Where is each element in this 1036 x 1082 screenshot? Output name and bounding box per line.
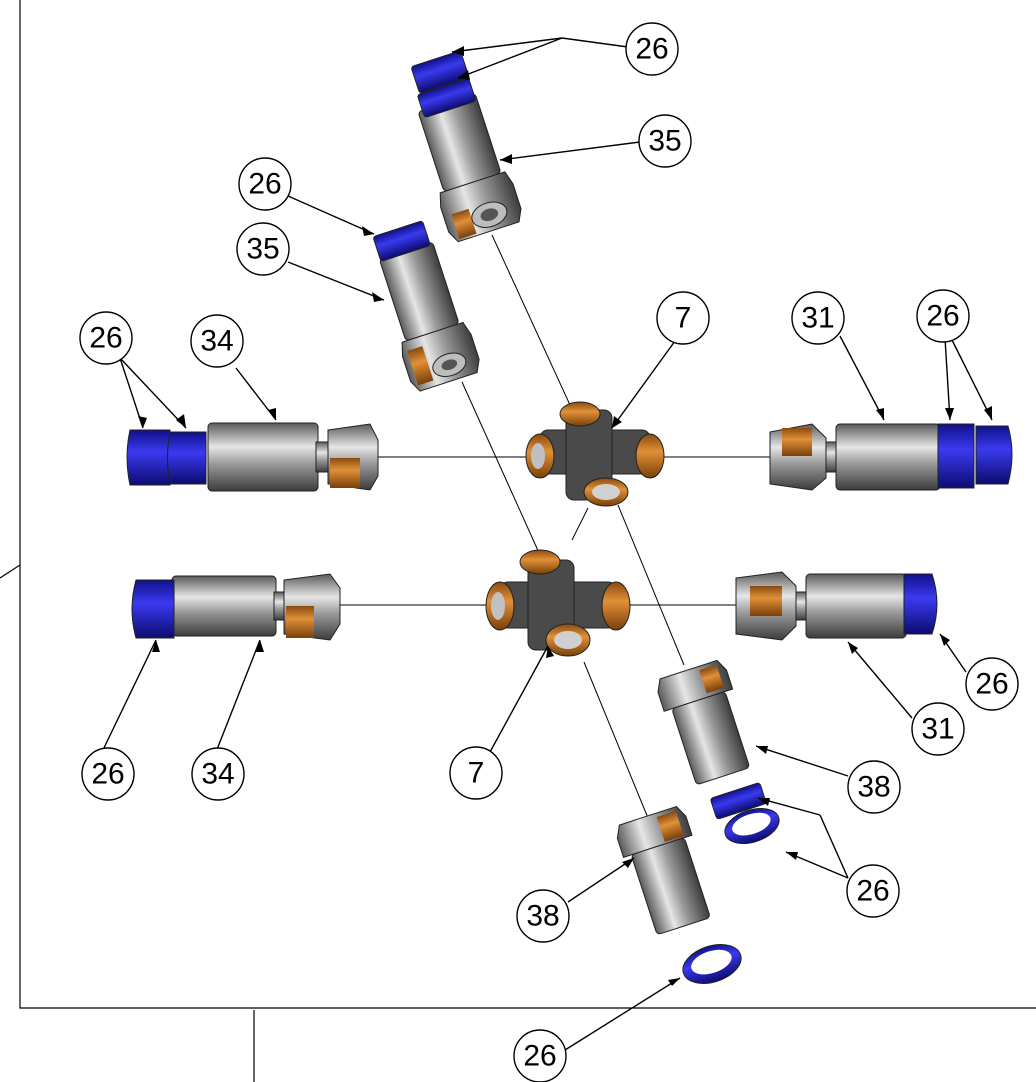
balloon-26-lower-right: 26 bbox=[965, 657, 1019, 711]
assembly-axes bbox=[338, 234, 770, 819]
balloon-31-lower-right-label: 31 bbox=[921, 713, 954, 746]
balloon-26-top: 26 bbox=[625, 22, 679, 76]
blue-ferrule-left-2 bbox=[167, 431, 207, 485]
balloon-26-upper-left: 26 bbox=[238, 157, 292, 211]
fitting-35-upper-left bbox=[379, 242, 480, 392]
balloon-35-upper-left: 35 bbox=[236, 222, 290, 276]
balloon-7-lower-label: 7 bbox=[468, 757, 485, 790]
blue-ferrule-left-1 bbox=[126, 429, 171, 486]
fitting-31-lower-right bbox=[735, 571, 907, 641]
balloon-26-bottom-label: 26 bbox=[523, 1040, 556, 1073]
balloon-26-top-label: 26 bbox=[635, 33, 668, 66]
blue-ferrule-right-diag-2 bbox=[724, 807, 780, 845]
cross-fitting-lower bbox=[485, 549, 631, 657]
blue-ferrule-bottom bbox=[682, 944, 742, 984]
fitting-34-upper-left bbox=[207, 422, 379, 492]
balloon-31-right-label: 31 bbox=[801, 302, 834, 335]
balloon-26-lower-left-label: 26 bbox=[91, 758, 124, 791]
fitting-38-right bbox=[657, 659, 750, 785]
balloon-31-lower-right: 31 bbox=[911, 702, 965, 756]
cross-fitting-upper bbox=[525, 401, 665, 507]
balloon-26-left-label: 26 bbox=[89, 322, 122, 355]
balloon-34-lower-left-label: 34 bbox=[201, 758, 234, 791]
balloon-26-right: 26 bbox=[916, 289, 970, 343]
blue-ferrule-upper-left bbox=[373, 220, 431, 262]
balloon-7-upper-label: 7 bbox=[675, 302, 692, 335]
balloon-26-left: 26 bbox=[79, 311, 133, 365]
leader-lines bbox=[101, 37, 993, 1051]
balloon-26-bottom: 26 bbox=[513, 1029, 567, 1082]
blue-ferrule-lower-left bbox=[131, 579, 175, 639]
fitting-38-bottom bbox=[616, 805, 710, 935]
fitting-34-lower-left bbox=[171, 573, 341, 641]
blue-ferrule-top-2 bbox=[417, 78, 476, 118]
fitting-35-top bbox=[418, 93, 522, 243]
balloon-35-upper-left-label: 35 bbox=[246, 233, 279, 266]
leader-arrowheads bbox=[138, 46, 992, 986]
balloon-38-bottom: 38 bbox=[516, 889, 570, 943]
balloon-38-bottom-label: 38 bbox=[526, 900, 559, 933]
fitting-31-upper-right bbox=[769, 423, 941, 491]
balloon-31-right: 31 bbox=[791, 291, 845, 345]
balloon-34-lower-left: 34 bbox=[191, 747, 245, 801]
balloon-7-upper: 7 bbox=[656, 291, 710, 345]
blue-ferrule-right-1 bbox=[937, 423, 975, 489]
balloon-26-lower-right-label: 26 bbox=[975, 668, 1008, 701]
balloon-35-top: 35 bbox=[638, 114, 692, 168]
blue-ferrule-right-2 bbox=[975, 425, 1013, 485]
balloon-26-bottom-right: 26 bbox=[846, 864, 900, 918]
balloon-34-left-label: 34 bbox=[200, 325, 233, 358]
balloon-26-upper-left-label: 26 bbox=[248, 168, 281, 201]
balloon-38-right-label: 38 bbox=[857, 771, 890, 804]
balloon-35-top-label: 35 bbox=[648, 125, 681, 158]
balloon-26-lower-left: 26 bbox=[81, 747, 135, 801]
balloon-7-lower: 7 bbox=[449, 746, 503, 800]
balloon-26-right-label: 26 bbox=[926, 300, 959, 333]
balloon-34-left: 34 bbox=[190, 314, 244, 368]
blue-ferrule-top-1 bbox=[411, 50, 469, 94]
balloon-38-right: 38 bbox=[847, 760, 901, 814]
blue-ferrule-lower-right bbox=[903, 573, 938, 635]
blue-ferrule-right-diag-1 bbox=[710, 782, 767, 820]
balloon-26-bottom-right-label: 26 bbox=[856, 875, 889, 908]
